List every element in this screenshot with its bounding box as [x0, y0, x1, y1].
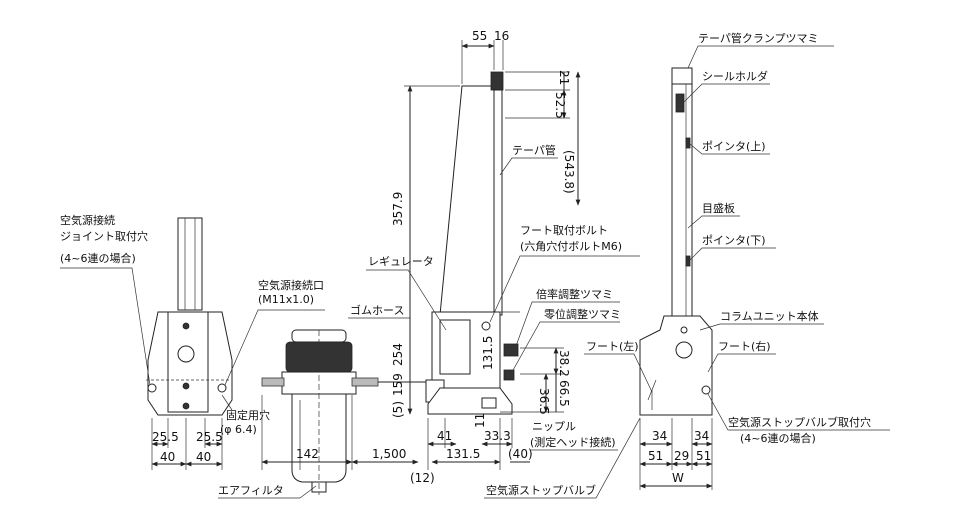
- middle-view: 357.9 254 159 (5) 131.5 11 55 16 21 52.5…: [261, 29, 641, 499]
- label-air-filter: エアフィルタ: [218, 484, 284, 497]
- dim-34-b: 34: [694, 429, 709, 443]
- dim-40-b: 40: [196, 450, 211, 464]
- dim-16: 16: [494, 29, 509, 43]
- right-view: 34 34 51 29 51 W テーパ管クランプツマミ シールホルダ ポインタ…: [584, 31, 890, 490]
- clamp-knob: [671, 67, 693, 85]
- label-foot-bolt-1: フート取付ボルト: [520, 224, 608, 237]
- port-circle: [177, 345, 195, 363]
- dim-41: 41: [437, 429, 452, 443]
- dim-33-3: 33.3: [484, 429, 511, 443]
- scale-column: [671, 83, 693, 317]
- label-zero-knob: 零位調整ツマミ: [544, 307, 621, 321]
- dim-131-5-v: 131.5: [481, 336, 495, 370]
- tube-column: [177, 217, 203, 311]
- dim-159: 159: [391, 373, 405, 396]
- dim-11: 11: [473, 413, 487, 428]
- dim-357-9: 357.9: [391, 192, 405, 226]
- callout-port-line1: 空気源接続口: [258, 278, 324, 292]
- dim-52-5: 52.5: [553, 92, 567, 119]
- dim-40-a: 40: [160, 450, 175, 464]
- label-stop-valve: 空気源ストップバルブ: [486, 483, 596, 497]
- tapered-tube: [439, 85, 495, 316]
- column-unit-body: [639, 315, 713, 416]
- dim-36-5: 36.5: [537, 388, 551, 415]
- dim-W: W: [672, 471, 684, 485]
- dim-543-8: (543.8): [562, 150, 576, 194]
- scale-knob: [503, 343, 519, 357]
- callout-joint-line2: ジョイント取付穴: [60, 229, 148, 243]
- dim-131-5-h: 131.5: [446, 447, 480, 461]
- label-scale-knob: 倍率調整ツマミ: [536, 287, 613, 301]
- label-scale-plate: 目盛板: [702, 201, 735, 215]
- pointer-down-mark: [685, 255, 691, 267]
- seal-holder: [675, 93, 685, 113]
- dim-34-a: 34: [652, 429, 667, 443]
- dim-1500: 1,500: [372, 447, 406, 461]
- dim-25-5-a: 25.5: [152, 430, 179, 444]
- label-valve-hole-2: (4~6連の場合): [740, 431, 816, 445]
- dim-40-paren: (40): [508, 447, 533, 461]
- pointer-up-mark: [685, 137, 691, 149]
- dim-66-5: 66.5: [557, 380, 571, 407]
- label-tube: テーパ管: [512, 143, 556, 157]
- dim-5: (5): [391, 401, 405, 418]
- dim-12: (12): [410, 471, 435, 485]
- label-foot-right: フート(右): [718, 339, 771, 353]
- label-clamp-knob: テーパ管クランプツマミ: [698, 31, 819, 45]
- zero-knob: [503, 369, 515, 381]
- callout-fix-line1: 固定用穴: [226, 408, 270, 422]
- clamp-knob-side: [490, 71, 504, 91]
- dim-51-a: 51: [648, 449, 663, 463]
- dim-29: 29: [674, 449, 689, 463]
- dim-38-2: 38.2: [557, 350, 571, 377]
- callout-fix-line2: (φ 6.4): [220, 423, 257, 436]
- label-pointer-down: ポインタ(下): [702, 234, 766, 247]
- label-seal-holder: シールホルダ: [702, 69, 768, 83]
- label-valve-hole-1: 空気源ストップバルブ取付穴: [728, 415, 871, 429]
- dim-142: 142: [296, 447, 319, 461]
- callout-joint-line1: 空気源接続: [60, 213, 115, 227]
- middle-foot: [427, 387, 513, 415]
- label-hose: ゴムホース: [350, 303, 404, 317]
- dim-51-b: 51: [696, 449, 711, 463]
- dim-55: 55: [472, 29, 487, 43]
- label-foot-left: フート(左): [586, 340, 639, 353]
- left-view: 25.5 25.5 40 40 空気源接続 ジョイント取付穴 (4~6連の場合)…: [60, 213, 325, 470]
- label-regulator: レギュレータ: [368, 255, 434, 268]
- label-foot-bolt-2: (六角穴付ボルトM6): [520, 239, 622, 253]
- callout-port-line2: (M11x1.0): [258, 293, 314, 306]
- label-pointer-up: ポインタ(上): [702, 140, 766, 153]
- callout-joint-line3: (4~6連の場合): [60, 251, 136, 265]
- dim-254: 254: [391, 343, 405, 366]
- label-nipple-1: ニップル: [532, 420, 576, 433]
- label-nipple-2: (測定ヘッド接続): [530, 435, 616, 449]
- dim-25-5-b: 25.5: [196, 430, 223, 444]
- label-column-unit: コラムユニット本体: [720, 309, 819, 323]
- dim-21: 21: [557, 70, 571, 85]
